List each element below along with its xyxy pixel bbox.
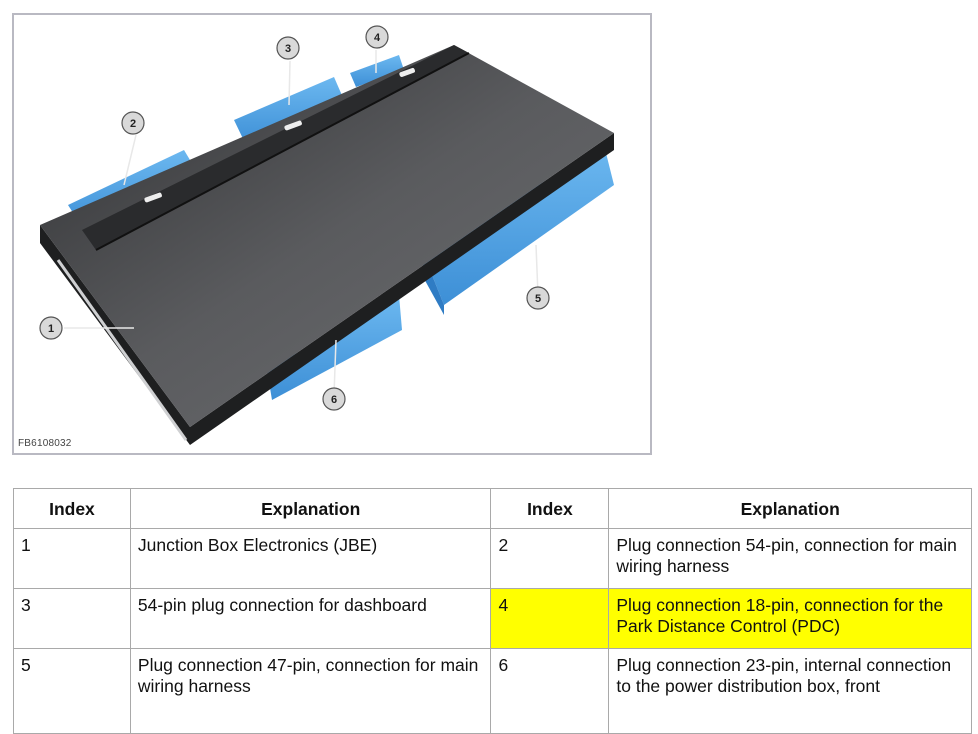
table-row: 1 Junction Box Electronics (JBE) 2 Plug … [13,528,972,589]
index-cell: 2 [490,528,610,589]
connector-5 [424,145,614,305]
header-index: Index [490,488,610,529]
svg-text:4: 4 [374,32,381,44]
svg-text:6: 6 [331,394,337,406]
explanation-cell: 54-pin plug connection for dashboard [129,588,492,649]
header-explanation: Explanation [129,488,492,529]
callout-5: 5 [526,286,550,310]
callout-1: 1 [39,316,63,340]
component-illustration: 1 2 3 4 5 6 FB6108032 [12,13,652,455]
callout-2: 2 [121,111,145,135]
highlighted-index-cell: 4 [490,588,610,649]
explanation-cell: Plug connection 23-pin, internal connect… [608,648,972,734]
callout-4: 4 [365,25,389,49]
table-row: 3 54-pin plug connection for dashboard 4… [13,588,972,649]
connector-6 [267,295,402,400]
index-cell: 1 [13,528,131,589]
table-row: 5 Plug connection 47-pin, connection for… [13,648,972,734]
connector-3 [234,77,344,145]
header-index: Index [13,488,131,529]
connector-4 [350,55,404,87]
svg-text:5: 5 [535,293,541,305]
explanation-cell: Plug connection 54-pin, connection for m… [608,528,972,589]
junction-box-drawing: 1 2 3 4 5 6 [39,25,614,445]
callout-6: 6 [322,387,346,411]
svg-text:3: 3 [285,43,291,55]
legend-table: Index Explanation Index Explanation 1 Ju… [13,488,972,734]
index-cell: 3 [13,588,131,649]
highlighted-explanation-cell: Plug connection 18-pin, connection for t… [608,588,972,649]
index-cell: 6 [490,648,610,734]
figure-id-label: FB6108032 [18,438,72,449]
housing-top [40,45,614,427]
svg-text:2: 2 [130,118,136,130]
table-header-row: Index Explanation Index Explanation [13,488,972,529]
explanation-cell: Plug connection 47-pin, connection for m… [129,648,492,734]
svg-text:1: 1 [48,323,54,335]
explanation-cell: Junction Box Electronics (JBE) [129,528,492,589]
header-explanation: Explanation [608,488,972,529]
index-cell: 5 [13,648,131,734]
callout-3: 3 [276,36,300,60]
